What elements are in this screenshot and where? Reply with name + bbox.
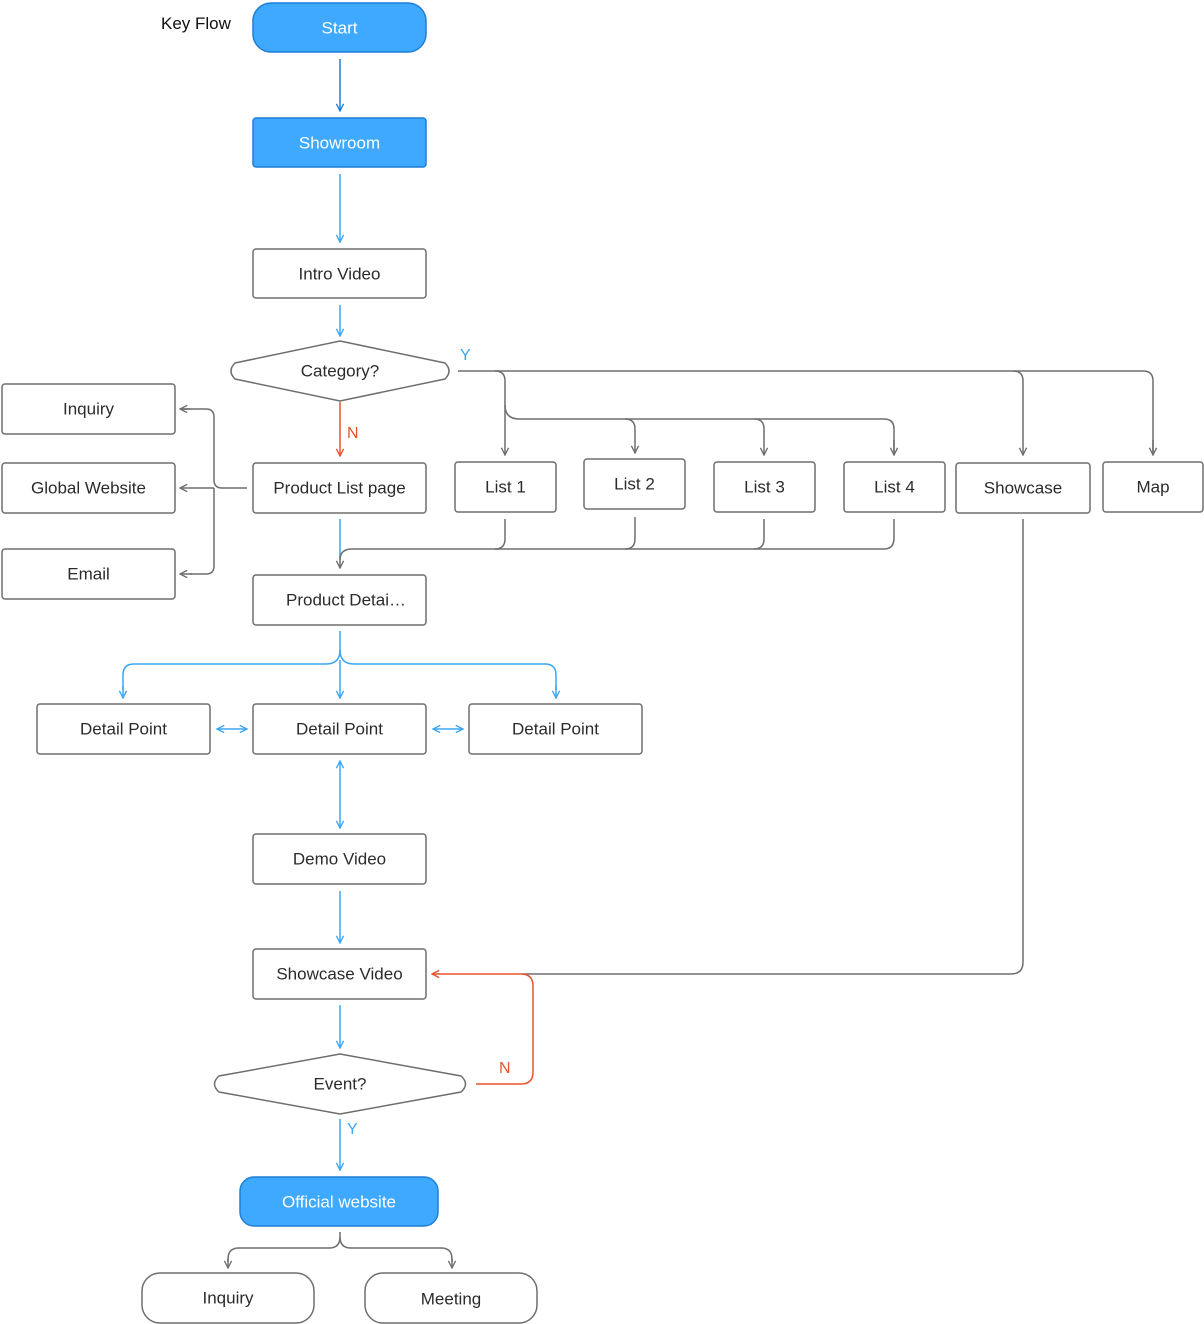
node-official-website[interactable]: Official website	[239, 1176, 439, 1227]
node-event-decision[interactable]: Event?	[213, 1053, 467, 1115]
edge-official-split-right	[339, 1236, 453, 1262]
edge-branch-list2-4	[504, 404, 895, 454]
node-intro-video-label: Intro Video	[299, 265, 381, 284]
node-product-detail-label: Product Detai…	[286, 591, 406, 610]
label-category-yes: Y	[460, 347, 471, 364]
node-intro-video[interactable]: Intro Video	[252, 248, 427, 299]
node-demo-video-label: Demo Video	[293, 850, 386, 869]
node-inquiry-left-label: Inquiry	[63, 400, 115, 419]
node-detail-point-left-label: Detail Point	[80, 720, 167, 739]
edge-branch-list1	[494, 370, 505, 455]
edge-official-split	[227, 1232, 341, 1262]
edge-branch-list3	[753, 418, 764, 455]
edge-list3-merge	[753, 519, 765, 550]
node-event-label: Event?	[314, 1075, 367, 1094]
edge-detail-split-right	[339, 649, 557, 690]
edge-category-branches	[458, 370, 1154, 454]
node-meeting-label: Meeting	[421, 1290, 481, 1309]
node-list-4[interactable]: List 4	[843, 461, 946, 513]
node-inquiry-bottom-label: Inquiry	[202, 1289, 254, 1308]
node-demo-video[interactable]: Demo Video	[252, 833, 427, 885]
edge-branch-showcase	[1012, 370, 1023, 455]
node-showroom[interactable]: Showroom	[252, 117, 427, 168]
node-start[interactable]: Start	[252, 2, 427, 53]
node-category-label: Category?	[301, 362, 379, 381]
node-product-list[interactable]: Product List page	[252, 462, 427, 514]
node-showcase-video-label: Showcase Video	[276, 965, 402, 984]
node-list-3[interactable]: List 3	[713, 461, 816, 513]
node-showcase-label: Showcase	[984, 479, 1062, 498]
edge-list1-merge	[494, 519, 506, 550]
node-inquiry-bottom[interactable]: Inquiry	[141, 1272, 315, 1324]
edge-lists-merge	[339, 519, 895, 561]
edge-productlist-side	[182, 408, 247, 489]
edge-detail-split	[122, 631, 341, 690]
node-list-4-label: List 4	[874, 478, 915, 497]
edge-labels: Y N N Y	[347, 347, 511, 1138]
node-map-label: Map	[1136, 478, 1169, 497]
node-inquiry-left[interactable]: Inquiry	[1, 383, 176, 435]
node-email[interactable]: Email	[1, 548, 176, 600]
node-detail-point-right-label: Detail Point	[512, 720, 599, 739]
node-meeting[interactable]: Meeting	[364, 1272, 538, 1324]
edge-branch-list2	[624, 418, 635, 453]
edge-to-email-path	[190, 488, 215, 575]
node-detail-point-right[interactable]: Detail Point	[468, 703, 643, 755]
edge-showcase-showcasevideo	[522, 519, 1024, 975]
node-showcase[interactable]: Showcase	[955, 462, 1091, 514]
edge-event-no-loop	[432, 974, 534, 1085]
node-list-1[interactable]: List 1	[454, 461, 557, 513]
node-showcase-video[interactable]: Showcase Video	[252, 948, 427, 1000]
node-detail-point-center[interactable]: Detail Point	[252, 703, 427, 755]
node-detail-point-center-label: Detail Point	[296, 720, 383, 739]
node-product-list-label: Product List page	[273, 479, 405, 498]
node-map[interactable]: Map	[1102, 461, 1204, 513]
edge-list2-merge	[624, 517, 636, 550]
node-category-decision[interactable]: Category?	[230, 340, 450, 402]
label-event-no: N	[499, 1060, 511, 1077]
label-category-no: N	[347, 425, 359, 442]
node-list-2[interactable]: List 2	[583, 458, 686, 510]
node-start-label: Start	[322, 19, 358, 38]
node-official-website-label: Official website	[282, 1193, 396, 1212]
node-detail-point-left[interactable]: Detail Point	[36, 703, 211, 755]
node-list-2-label: List 2	[614, 475, 655, 494]
edges	[123, 59, 1153, 1268]
node-list-1-label: List 1	[485, 478, 526, 497]
node-list-3-label: List 3	[744, 478, 785, 497]
node-global-website-label: Global Website	[31, 479, 146, 498]
node-email-label: Email	[67, 565, 110, 584]
label-event-yes: Y	[347, 1121, 358, 1138]
node-product-detail[interactable]: Product Detai…	[252, 574, 427, 626]
node-global-website[interactable]: Global Website	[1, 462, 176, 514]
diagram-title: Key Flow	[161, 14, 232, 33]
node-showroom-label: Showroom	[299, 134, 380, 153]
